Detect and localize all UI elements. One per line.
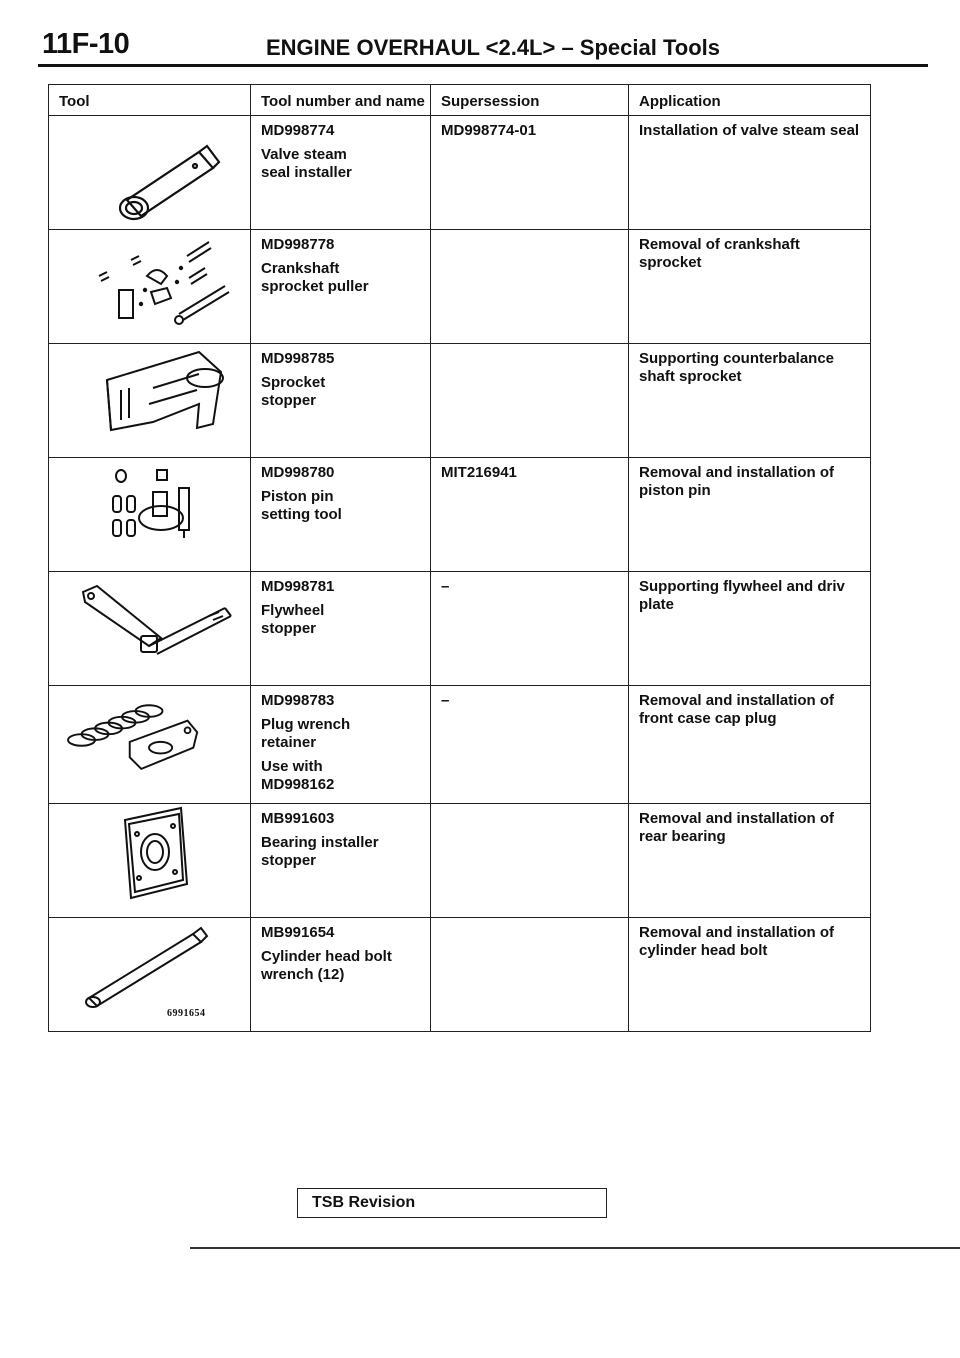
flywheel-stopper-icon (81, 584, 232, 655)
tool-number-name-cell: MD998778 Crankshaft sprocket puller (250, 229, 431, 344)
tool-number: MB991603 (261, 810, 335, 827)
tool-number-name-cell: MD998783 Plug wrench retainer Use with M… (250, 685, 431, 804)
tool-number: MB991654 (261, 924, 335, 941)
tool-illustration-cell (48, 457, 251, 572)
table-row: 6991654 MB991654 Cylinder head bolt wren… (48, 917, 871, 1032)
table-row: MD998785 Sprocket stopper Supporting cou… (48, 343, 871, 458)
application-cell: Removal of crankshaft sprocket (628, 229, 871, 344)
tool-number: MD998785 (261, 350, 335, 367)
column-header-application: Application (628, 84, 871, 116)
tool-usage-note: Use with MD998162 (261, 758, 335, 793)
table-row: MD998780 Piston pin setting tool MIT2169… (48, 457, 871, 572)
tsb-revision-box: TSB Revision (297, 1188, 607, 1218)
tool-number: MD998783 (261, 692, 335, 709)
bearing-installer-stopper-icon (123, 806, 189, 900)
footer-rule (190, 1247, 960, 1249)
crankshaft-sprocket-puller-icon (98, 241, 230, 325)
tool-illustration-cell (48, 343, 251, 458)
sprocket-stopper-icon (105, 350, 224, 432)
supersession-cell: – (430, 571, 629, 686)
supersession-cell (430, 343, 629, 458)
tool-number-name-cell: MD998774 Valve steam seal installer (250, 115, 431, 230)
tool-name: Crankshaft sprocket puller (261, 260, 369, 295)
tool-name: Sprocket stopper (261, 374, 326, 409)
column-header-number-name: Tool number and name (250, 84, 431, 116)
supersession-cell: MD998774-01 (430, 115, 629, 230)
tool-name: Plug wrench retainer (261, 716, 351, 751)
table-row: MD998774 Valve steam seal installer MD99… (48, 115, 871, 230)
tool-name: Piston pin setting tool (261, 488, 342, 523)
tsb-revision-label: TSB Revision (312, 1194, 416, 1211)
page-title: ENGINE OVERHAUL <2.4L> – Special Tools (266, 35, 720, 60)
supersession-cell: – (430, 685, 629, 804)
tool-illustration-cell (48, 229, 251, 344)
tool-number-name-cell: MD998780 Piston pin setting tool (250, 457, 431, 572)
table-row: MD998781 Flywheel stopper – Supporting f… (48, 571, 871, 686)
tool-number-name-cell: MD998781 Flywheel stopper (250, 571, 431, 686)
tool-illustration-cell (48, 115, 251, 230)
tool-name: Valve steam seal installer (261, 146, 352, 181)
tool-number-name-cell: MB991654 Cylinder head bolt wrench (12) (250, 917, 431, 1032)
tool-number-name-cell: MB991603 Bearing installer stopper (250, 803, 431, 918)
tool-name: Cylinder head bolt wrench (12) (261, 948, 392, 983)
page-number: 11F-10 (42, 28, 130, 60)
tool-number: MD998778 (261, 236, 335, 253)
cylinder-head-bolt-wrench-icon (85, 926, 209, 1008)
tool-number: MD998774 (261, 122, 335, 139)
tool-illustration-cell: 6991654 (48, 917, 251, 1032)
tool-illustration-cell (48, 571, 251, 686)
application-cell: Removal and installation of cylinder hea… (628, 917, 871, 1032)
application-cell: Supporting flywheel and driv plate (628, 571, 871, 686)
special-tools-table: Tool Tool number and name Supersession A… (48, 84, 871, 1032)
tool-illustration-cell (48, 685, 251, 804)
tool-name: Flywheel stopper (261, 602, 325, 637)
column-header-supersession: Supersession (430, 84, 629, 116)
application-cell: Supporting counterbalance shaft sprocket (628, 343, 871, 458)
tool-figure-caption: 6991654 (167, 1008, 206, 1019)
table-row: MB991603 Bearing installer stopper Remov… (48, 803, 871, 918)
application-cell: Removal and installation of piston pin (628, 457, 871, 572)
application-cell: Installation of valve steam seal (628, 115, 871, 230)
application-cell: Removal and installation of front case c… (628, 685, 871, 804)
tool-number-name-cell: MD998785 Sprocket stopper (250, 343, 431, 458)
table-row: MD998783 Plug wrench retainer Use with M… (48, 685, 871, 804)
valve-stem-seal-installer-icon (118, 144, 221, 221)
supersession-cell: MIT216941 (430, 457, 629, 572)
header-rule (38, 64, 928, 67)
tool-number: MD998781 (261, 578, 335, 595)
table-header-row: Tool Tool number and name Supersession A… (48, 84, 871, 116)
tool-number: MD998780 (261, 464, 335, 481)
piston-pin-setting-tool-icon (112, 469, 190, 538)
tool-illustration-cell (48, 803, 251, 918)
supersession-cell (430, 917, 629, 1032)
page-header: 11F-10 ENGINE OVERHAUL <2.4L> – Special … (38, 22, 928, 67)
supersession-cell (430, 803, 629, 918)
application-cell: Removal and installation of rear bearing (628, 803, 871, 918)
plug-wrench-retainer-icon (67, 704, 199, 771)
tool-name: Bearing installer stopper (261, 834, 379, 869)
supersession-cell (430, 229, 629, 344)
table-row: MD998778 Crankshaft sprocket puller Remo… (48, 229, 871, 344)
column-header-tool: Tool (48, 84, 251, 116)
